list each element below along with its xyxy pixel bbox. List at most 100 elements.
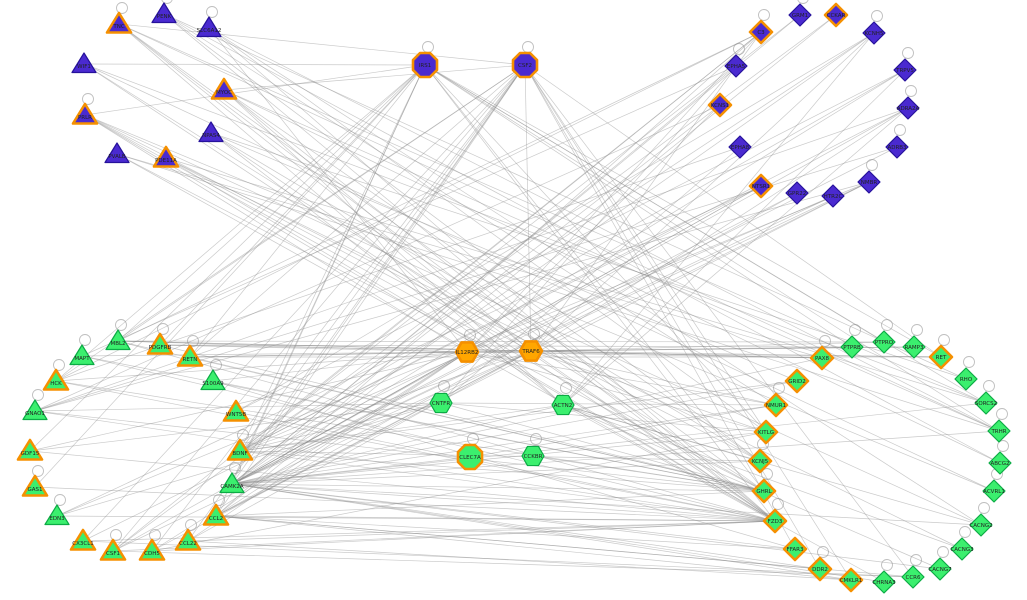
triangle-shape-UPT6[interactable]	[71, 102, 99, 125]
triangle-shape-MAPT[interactable]	[69, 344, 95, 366]
diamond-shape-CACNG3[interactable]	[950, 537, 974, 561]
triangle-shape-EDN3[interactable]	[44, 504, 70, 526]
node-SORCS2[interactable]: SORCS2	[974, 391, 998, 415]
node-ADRA2A[interactable]: ADRA2A	[896, 96, 920, 120]
triangle-shape-UPT2[interactable]	[151, 2, 177, 24]
node-GRID2[interactable]: GRID2	[784, 368, 810, 394]
triangle-shape-MBL2[interactable]	[105, 329, 131, 351]
node-UPT1[interactable]: TNC	[105, 11, 133, 34]
triangle-shape-RETN[interactable]	[176, 344, 204, 367]
node-GHRL[interactable]: GHRL	[751, 478, 777, 504]
triangle-shape-UPT9[interactable]	[152, 145, 180, 168]
triangle-shape-HCK[interactable]	[42, 368, 70, 391]
node-UPT9[interactable]: PDE11A	[152, 145, 180, 168]
diamond-shape-ADRB3[interactable]	[885, 135, 909, 159]
node-IL12RB2[interactable]: IL12RB2	[454, 341, 480, 363]
node-UPT5[interactable]: MYOC	[210, 77, 238, 100]
diamond-shape-PAX8[interactable]	[809, 345, 835, 371]
diamond-shape-KCNJ5G[interactable]	[747, 448, 773, 474]
hexagon-shape-ACTN2[interactable]	[551, 394, 575, 416]
hexagon-shape-CCKBR[interactable]	[521, 445, 545, 467]
node-UPT8[interactable]: PVALB	[104, 142, 130, 164]
diamond-shape-KCNS1[interactable]	[707, 92, 733, 118]
diamond-shape-TRPV5[interactable]	[893, 58, 917, 82]
node-MBL2[interactable]: MBL2	[105, 329, 131, 351]
diamond-shape-GPR22[interactable]	[785, 181, 809, 205]
triangle-shape-PDGFRB[interactable]	[146, 332, 174, 355]
diamond-shape-KCNH5[interactable]	[862, 21, 886, 45]
triangle-shape-UPT1[interactable]	[105, 11, 133, 34]
triangle-shape-S100A9[interactable]	[200, 369, 226, 391]
triangle-shape-CX3CL1[interactable]	[69, 528, 97, 551]
node-FFAR3[interactable]: FFAR3	[782, 536, 808, 562]
diamond-shape-C3[interactable]	[748, 19, 774, 45]
node-CACNG7[interactable]: CACNG7	[928, 557, 952, 581]
hexagon-shape-IL12RB2[interactable]	[454, 341, 480, 363]
node-UPD2[interactable]: GRM1	[788, 3, 812, 27]
diamond-shape-CACNG7[interactable]	[928, 557, 952, 581]
node-UPT2[interactable]: PENK	[151, 2, 177, 24]
node-ACVRL1[interactable]: ACVRL1	[982, 479, 1006, 503]
diamond-shape-FFAR3[interactable]	[782, 536, 808, 562]
diamond-shape-RET[interactable]	[928, 344, 954, 370]
diamond-shape-ADRA2A[interactable]	[896, 96, 920, 120]
node-CHRNA3[interactable]: CHRNA3	[872, 570, 896, 594]
node-GAS1[interactable]: GAS1	[21, 474, 49, 497]
node-NMBR[interactable]: NMBR	[857, 170, 881, 194]
diamond-shape-RAMP3[interactable]	[902, 335, 926, 359]
octagon-shape-CSF2[interactable]	[511, 51, 539, 79]
node-UPT3[interactable]: SLC6A12	[196, 16, 222, 38]
node-EPHA8[interactable]: EPHA8	[728, 135, 752, 159]
diamond-shape-EPHA8[interactable]	[728, 135, 752, 159]
diamond-shape-PTPRB[interactable]	[840, 335, 864, 359]
node-UPD3[interactable]: CCKAR	[823, 2, 849, 28]
node-CSF2[interactable]: CSF2	[511, 51, 539, 79]
hexagon-shape-TRAF6[interactable]	[518, 340, 544, 362]
node-KCNH5[interactable]: KCNH5	[862, 21, 886, 45]
node-KITLG[interactable]: KITLG	[753, 419, 779, 445]
node-CACNG2[interactable]: CACNG2	[969, 513, 993, 537]
node-CCL2[interactable]: CCL2	[202, 503, 230, 526]
node-CCR6[interactable]: CCR6	[901, 565, 925, 589]
diamond-shape-DDR2[interactable]	[807, 556, 833, 582]
node-ADRB3[interactable]: ADRB3	[885, 135, 909, 159]
diamond-shape-PTPRO[interactable]	[872, 330, 896, 354]
node-CLEC7A[interactable]: CLEC7A	[456, 443, 484, 471]
triangle-shape-GNAO1[interactable]	[22, 399, 48, 421]
octagon-shape-CLEC7A[interactable]	[456, 443, 484, 471]
node-CACNG3[interactable]: CACNG3	[950, 537, 974, 561]
triangle-shape-CCL22[interactable]	[174, 528, 202, 551]
diamond-shape-NMUR1[interactable]	[763, 392, 789, 418]
node-EDN3[interactable]: EDN3	[44, 504, 70, 526]
diamond-shape-TRHR[interactable]	[987, 419, 1011, 443]
diamond-shape-NTSR1[interactable]	[748, 173, 774, 199]
triangle-shape-GDF15[interactable]	[16, 438, 44, 461]
triangle-shape-UPT8[interactable]	[104, 142, 130, 164]
triangle-shape-WNT5B[interactable]	[222, 399, 250, 422]
node-UPT7[interactable]: NPAS4	[198, 121, 224, 143]
diamond-shape-CACNG2[interactable]	[969, 513, 993, 537]
node-CNTFR[interactable]: CNTFR	[429, 392, 453, 414]
diamond-shape-CMKLR1[interactable]	[838, 567, 864, 593]
diamond-shape-HTR2C[interactable]	[821, 184, 845, 208]
node-PAX8[interactable]: PAX8	[809, 345, 835, 371]
triangle-shape-CAMK2A[interactable]	[219, 472, 245, 494]
node-CCL22[interactable]: CCL22	[174, 528, 202, 551]
node-UPT4[interactable]: WIF1	[71, 52, 97, 74]
triangle-shape-BDNF[interactable]	[226, 438, 254, 461]
triangle-shape-UPT4[interactable]	[71, 52, 97, 74]
diamond-shape-GHRL[interactable]	[751, 478, 777, 504]
octagon-shape-IRS1[interactable]	[411, 51, 439, 79]
node-CX3CL1[interactable]: CX3CL1	[69, 528, 97, 551]
node-CCKBR[interactable]: CCKBR	[521, 445, 545, 467]
diamond-shape-KITLG[interactable]	[753, 419, 779, 445]
node-TRHR[interactable]: TRHR	[987, 419, 1011, 443]
triangle-shape-CSF1[interactable]	[99, 538, 127, 561]
diamond-shape-ABCG2[interactable]	[988, 451, 1012, 475]
triangle-shape-UPT3[interactable]	[196, 16, 222, 38]
node-TRAF6[interactable]: TRAF6	[518, 340, 544, 362]
node-ACTN2[interactable]: ACTN2	[551, 394, 575, 416]
node-PDGFRB[interactable]: PDGFRB	[146, 332, 174, 355]
triangle-shape-CDH5[interactable]	[138, 538, 166, 561]
